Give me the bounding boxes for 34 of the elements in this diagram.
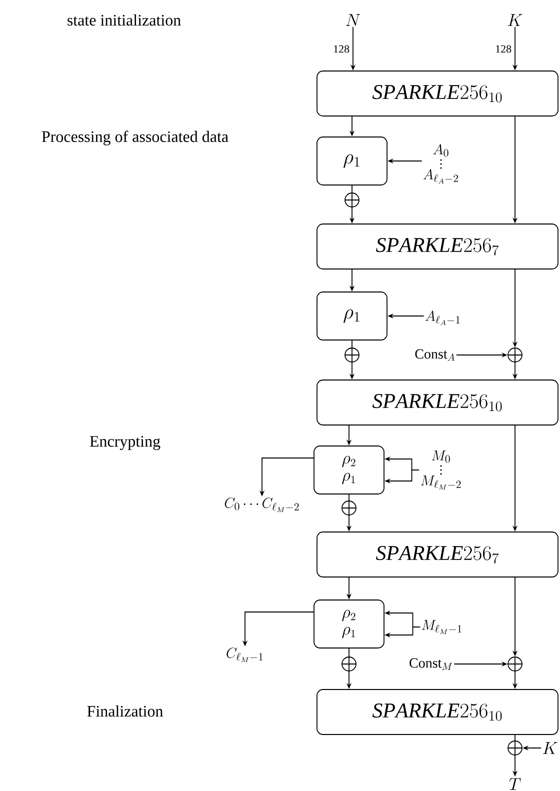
input-label: $K$ (542, 742, 558, 754)
input-label: $M_0$ $M_{\ell_M-2}$ (420, 450, 461, 490)
output-label: $T$ (509, 778, 521, 790)
xor-symbol (508, 656, 522, 672)
section-label: state initialization (68, 14, 181, 26)
constant-label: $\mathrm{Const}_A$ (415, 349, 455, 361)
output-label: $C_{\ell_M-1}$ (226, 648, 263, 662)
edge-label: 128 (496, 45, 512, 53)
permutation-box: $\mathit{SPARKLE}256_{10}$ (316, 380, 558, 426)
output-label: $C_0 \cdots C_{\ell_M-2}$ (224, 498, 299, 512)
function-box: $\rho_2$ $\rho_1$ (314, 600, 384, 648)
function-box: $\rho_1$ (316, 136, 388, 186)
constant-label: $\mathrm{Const}_M$ (410, 658, 452, 670)
xor-symbol (508, 348, 522, 362)
xor-symbol (342, 500, 356, 516)
section-label: Finalization (87, 705, 163, 717)
permutation-box: $\mathit{SPARKLE}256_{7}$ (316, 224, 558, 270)
function-box: $\rho_1$ (316, 292, 388, 340)
edge-label: 128 (334, 45, 350, 53)
permutation-box: $\mathit{SPARKLE}256_{10}$ (316, 70, 558, 116)
section-label: Processing of associated data (42, 130, 228, 146)
xor-symbol (344, 192, 360, 208)
input-label: $N$ (346, 14, 360, 26)
section-label: Encrypting (90, 436, 160, 450)
permutation-box: $\mathit{SPARKLE}256_{10}$ (316, 689, 558, 735)
xor-symbol (342, 656, 356, 672)
xor-symbol (344, 348, 360, 362)
input-label: $A_0$ $A_{\ell_A-2}$ (423, 144, 458, 184)
input-label: $A_{\ell_A-1}$ (425, 310, 460, 326)
function-box: $\rho_2$ $\rho_1$ (314, 446, 384, 494)
input-label: $K$ (508, 14, 522, 26)
xor-symbol (508, 740, 522, 756)
input-label: $M_{\ell_M-1}$ (422, 620, 462, 634)
permutation-box: $\mathit{SPARKLE}256_{7}$ (316, 532, 558, 578)
